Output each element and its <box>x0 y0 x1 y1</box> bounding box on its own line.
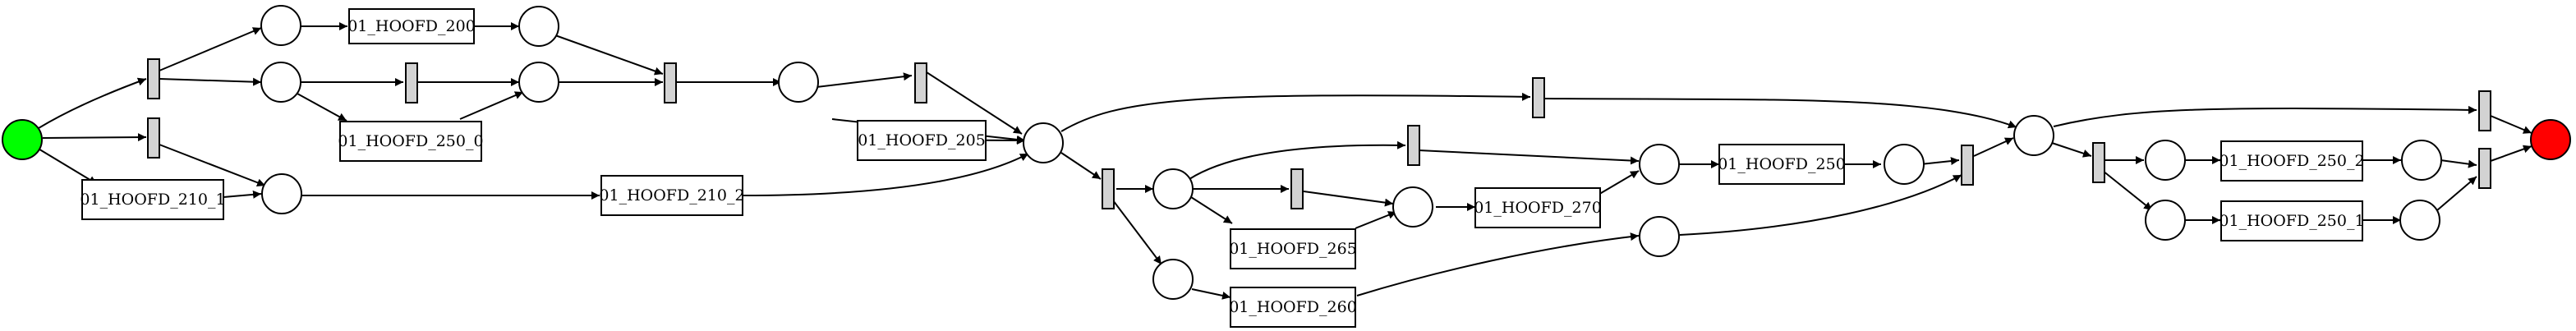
silent-transition <box>2478 148 2491 189</box>
silent-transition <box>147 58 160 99</box>
arc <box>42 133 147 142</box>
arc <box>1355 211 1397 229</box>
transition: 01_HOOFD_260 <box>1229 287 1357 328</box>
transition: 01_HOOFD_250_1 <box>2219 200 2365 241</box>
sink-place <box>2530 119 2571 160</box>
arc <box>1189 140 1406 180</box>
arc <box>1356 232 1640 297</box>
transition-label: 01_HOOFD_250_0 <box>338 132 483 150</box>
place <box>1884 144 1925 185</box>
arc <box>1973 137 2014 157</box>
place <box>1152 259 1194 300</box>
transition: 01_HOOFD_270 <box>1474 187 1602 228</box>
arc <box>223 190 262 199</box>
place <box>1639 216 1680 257</box>
transition: 01_HOOFD_250_0 <box>338 121 484 162</box>
source-place <box>2 119 43 160</box>
place <box>518 6 559 47</box>
silent-transition <box>405 62 418 103</box>
arc <box>1543 98 2017 129</box>
labeled-transitions: 01_HOOFD_200 01_HOOFD_250_0 01_HOOFD_210… <box>80 8 2365 328</box>
arc <box>2490 115 2532 134</box>
arc <box>2436 176 2477 211</box>
transition-label: 01_HOOFD_210_2 <box>599 186 744 205</box>
silent-transition <box>1407 125 1420 166</box>
place <box>2013 115 2054 156</box>
transition: 01_HOOFD_265 <box>1229 228 1357 269</box>
place <box>2399 200 2440 241</box>
arc <box>1060 92 1531 132</box>
transition-label: 01_HOOFD_210_1 <box>80 191 225 209</box>
arcs <box>36 22 2532 300</box>
silent-transition <box>147 117 160 159</box>
arc <box>159 27 262 71</box>
arc <box>1596 170 1640 196</box>
arc <box>38 77 147 129</box>
transition-label: 01_HOOFD_250_2 <box>2219 152 2364 170</box>
arc <box>816 72 913 88</box>
transition: 01_HOOFD_250 <box>1718 144 1846 185</box>
silent-transition <box>664 62 677 103</box>
arc <box>926 71 1023 135</box>
silent-transition <box>1961 145 1974 186</box>
arc <box>2053 105 2477 127</box>
place <box>261 173 302 214</box>
arc <box>742 153 1029 196</box>
transition-label: 01_HOOFD_265 <box>1229 240 1357 258</box>
silent-transitions <box>147 58 2491 209</box>
transition: 01_HOOFD_200 <box>347 8 476 44</box>
arc <box>159 77 262 86</box>
place <box>2401 140 2442 181</box>
transition: 01_HOOFD_210_1 <box>80 179 226 220</box>
place <box>778 62 819 103</box>
arc <box>1190 196 1233 224</box>
silent-transition <box>1102 168 1115 209</box>
arc <box>2440 159 2477 168</box>
arc <box>159 144 266 187</box>
place <box>2145 200 2186 241</box>
transition-label: 01_HOOFD_270 <box>1474 199 1602 217</box>
silent-transition <box>1290 168 1304 209</box>
transition-label: 01_HOOFD_200 <box>347 17 476 35</box>
transition-label: 01_HOOFD_205 <box>858 131 986 149</box>
transition-label: 01_HOOFD_250 <box>1718 155 1846 173</box>
silent-transition <box>914 62 927 103</box>
arc <box>1110 196 1162 265</box>
arc <box>36 147 98 185</box>
place <box>1023 122 1064 163</box>
place <box>518 62 559 103</box>
arc <box>2051 142 2092 158</box>
place <box>2145 140 2186 181</box>
place <box>260 5 301 46</box>
place <box>1639 144 1680 185</box>
transition: 01_HOOFD_250_2 <box>2219 140 2365 182</box>
transition-label: 01_HOOFD_250_1 <box>2219 212 2364 230</box>
arc <box>1303 191 1394 207</box>
arc <box>1679 174 1962 236</box>
arc <box>2490 145 2532 162</box>
arc <box>1191 288 1231 300</box>
place <box>1152 168 1194 209</box>
arc <box>459 91 524 120</box>
places <box>2 5 2571 300</box>
transition: 01_HOOFD_205 <box>857 120 987 161</box>
arc <box>297 93 347 122</box>
arc <box>2102 170 2153 211</box>
arc <box>1060 152 1102 180</box>
silent-transition <box>1532 77 1545 118</box>
silent-transition <box>2478 90 2491 131</box>
arc <box>554 34 664 76</box>
transition: 01_HOOFD_210_2 <box>599 175 745 216</box>
arc <box>1418 149 1640 165</box>
transition-label: 01_HOOFD_260 <box>1229 298 1357 316</box>
place <box>1392 186 1433 228</box>
silent-transition <box>2092 142 2105 183</box>
place <box>260 62 301 103</box>
arc <box>1920 157 1960 166</box>
